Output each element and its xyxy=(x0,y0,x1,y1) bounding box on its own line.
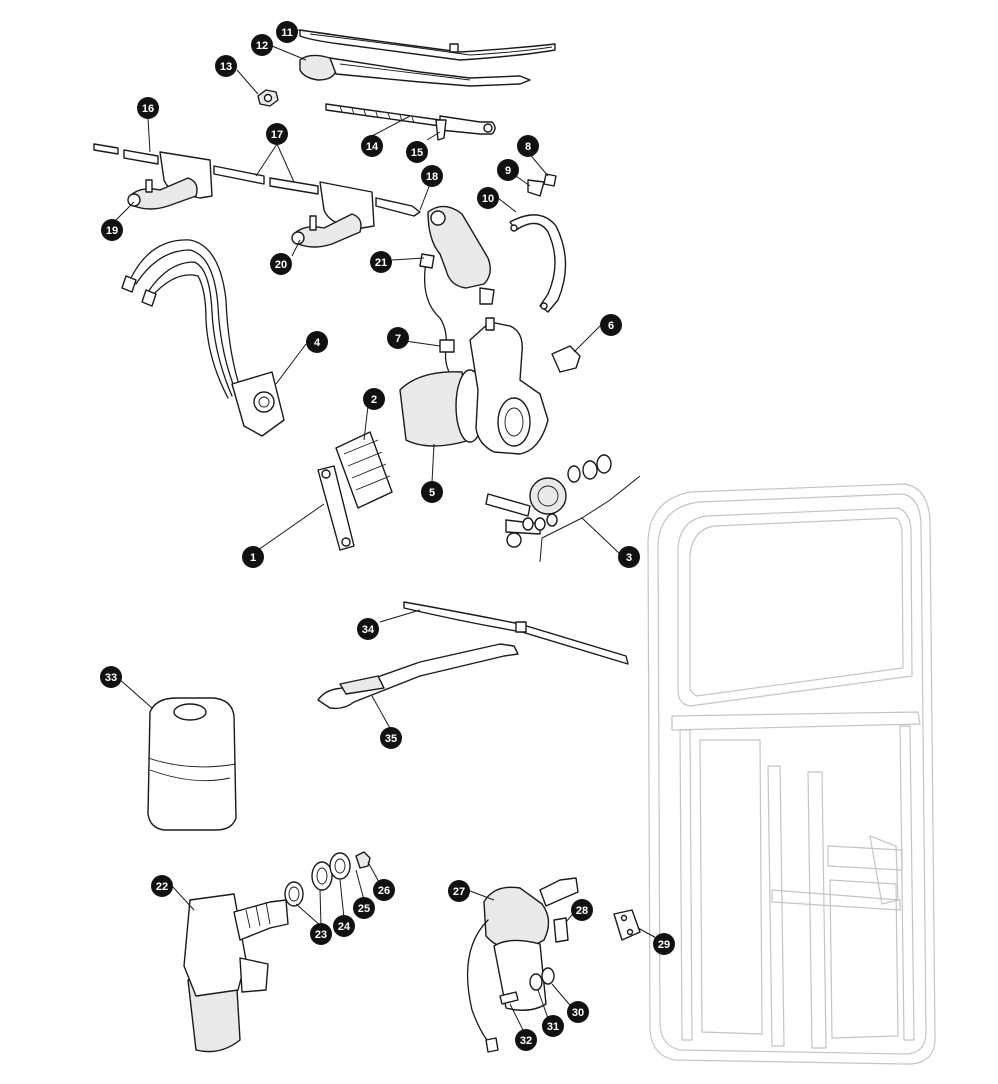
callout-1-label: 1 xyxy=(250,552,256,564)
callout-5: 5 xyxy=(421,481,443,503)
part-wheelbox-19 xyxy=(127,177,198,210)
callout-16: 16 xyxy=(137,97,159,119)
callout-30-label: 30 xyxy=(572,1007,584,1019)
callout-11: 11 xyxy=(276,21,298,43)
part-wheelbox-20 xyxy=(291,213,362,248)
callout-29: 29 xyxy=(653,933,675,955)
part-rear-wiper-blade-34 xyxy=(403,601,629,665)
callout-13: 13 xyxy=(215,55,237,77)
part-bracket-29 xyxy=(613,909,641,941)
callout-18: 18 xyxy=(421,165,443,187)
part-crank-gear-3 xyxy=(485,454,612,548)
part-washer-reservoir-33 xyxy=(147,697,237,831)
callout-33-label: 33 xyxy=(105,672,117,684)
callout-21-label: 21 xyxy=(375,257,387,269)
callout-23-label: 23 xyxy=(315,929,327,941)
callout-27: 27 xyxy=(448,880,470,902)
callout-14-label: 14 xyxy=(366,141,379,153)
part-strap-bracket-10 xyxy=(509,214,567,313)
callout-26-label: 26 xyxy=(378,885,390,897)
callout-31: 31 xyxy=(542,1015,564,1037)
part-spindle-14-15 xyxy=(325,103,496,141)
callout-20: 20 xyxy=(270,253,292,275)
callout-2-label: 2 xyxy=(371,394,377,406)
callout-12-label: 12 xyxy=(256,40,268,52)
callout-29-label: 29 xyxy=(658,939,670,951)
callout-6-label: 6 xyxy=(608,320,614,332)
rear-door-outline xyxy=(647,483,936,1065)
callout-17-label: 17 xyxy=(271,129,283,141)
callout-11-label: 11 xyxy=(281,27,293,39)
leader-lines xyxy=(111,29,661,1037)
callout-25-label: 25 xyxy=(358,903,370,915)
callout-7-label: 7 xyxy=(395,333,401,345)
part-washers-30-32 xyxy=(499,967,555,1005)
callout-26: 26 xyxy=(373,879,395,901)
callout-27-label: 27 xyxy=(453,886,465,898)
callout-7: 7 xyxy=(387,327,409,349)
part-gearbox-18-21 xyxy=(419,205,495,375)
callout-3: 3 xyxy=(618,546,640,568)
part-wiring-harness-4 xyxy=(121,239,285,437)
part-nut-13 xyxy=(257,89,279,107)
callout-28: 28 xyxy=(571,899,593,921)
part-washers-23-26 xyxy=(284,851,371,907)
callout-4-label: 4 xyxy=(314,337,321,349)
callout-23: 23 xyxy=(310,923,332,945)
callout-12: 12 xyxy=(251,34,273,56)
callout-24-label: 24 xyxy=(338,921,351,933)
callout-2: 2 xyxy=(363,388,385,410)
part-rear-wiper-arm-35 xyxy=(317,643,519,710)
callout-13-label: 13 xyxy=(220,61,232,73)
callout-30: 30 xyxy=(567,1001,589,1023)
callout-6: 6 xyxy=(600,314,622,336)
callout-14: 14 xyxy=(361,135,383,157)
callout-3-label: 3 xyxy=(626,552,632,564)
part-bracket-6 xyxy=(551,345,581,373)
callout-19: 19 xyxy=(101,219,123,241)
part-rear-motor-27 xyxy=(466,877,579,1053)
callout-32-label: 32 xyxy=(520,1035,532,1047)
callout-34-label: 34 xyxy=(362,624,375,636)
callout-22: 22 xyxy=(151,875,173,897)
part-bolt-clip-8-9 xyxy=(527,173,557,197)
callout-32: 32 xyxy=(515,1029,537,1051)
callout-15-label: 15 xyxy=(411,147,423,159)
callout-21: 21 xyxy=(370,251,392,273)
part-wiper-blade-upper xyxy=(299,29,556,61)
callout-22-label: 22 xyxy=(156,881,168,893)
part-wiper-motor-5 xyxy=(399,317,549,455)
callout-16-label: 16 xyxy=(142,103,154,115)
callout-1: 1 xyxy=(242,546,264,568)
callout-8-label: 8 xyxy=(525,141,531,153)
callout-25: 25 xyxy=(353,897,375,919)
callout-19-label: 19 xyxy=(106,225,118,237)
part-rear-wiper-motor-22 xyxy=(183,893,289,1053)
callout-33: 33 xyxy=(100,666,122,688)
part-link-bar-1 xyxy=(317,465,355,551)
callout-34: 34 xyxy=(357,618,379,640)
callout-18-label: 18 xyxy=(426,171,438,183)
callout-9: 9 xyxy=(497,159,519,181)
callout-24: 24 xyxy=(333,915,355,937)
callout-35-label: 35 xyxy=(385,733,397,745)
callout-17: 17 xyxy=(266,123,288,145)
callout-10: 10 xyxy=(477,187,499,209)
callout-15: 15 xyxy=(406,141,428,163)
callout-31-label: 31 xyxy=(547,1021,559,1033)
callout-20-label: 20 xyxy=(275,259,287,271)
part-mounting-plate-2 xyxy=(335,431,393,509)
callout-9-label: 9 xyxy=(505,165,511,177)
part-wiper-arm-upper xyxy=(299,54,531,87)
callout-35: 35 xyxy=(380,727,402,749)
part-cable-clip-7 xyxy=(439,339,455,353)
callout-28-label: 28 xyxy=(576,905,588,917)
callout-4: 4 xyxy=(306,331,328,353)
callout-8: 8 xyxy=(517,135,539,157)
callout-10-label: 10 xyxy=(482,193,494,205)
part-clip-28 xyxy=(553,917,569,943)
callout-5-label: 5 xyxy=(429,487,435,499)
